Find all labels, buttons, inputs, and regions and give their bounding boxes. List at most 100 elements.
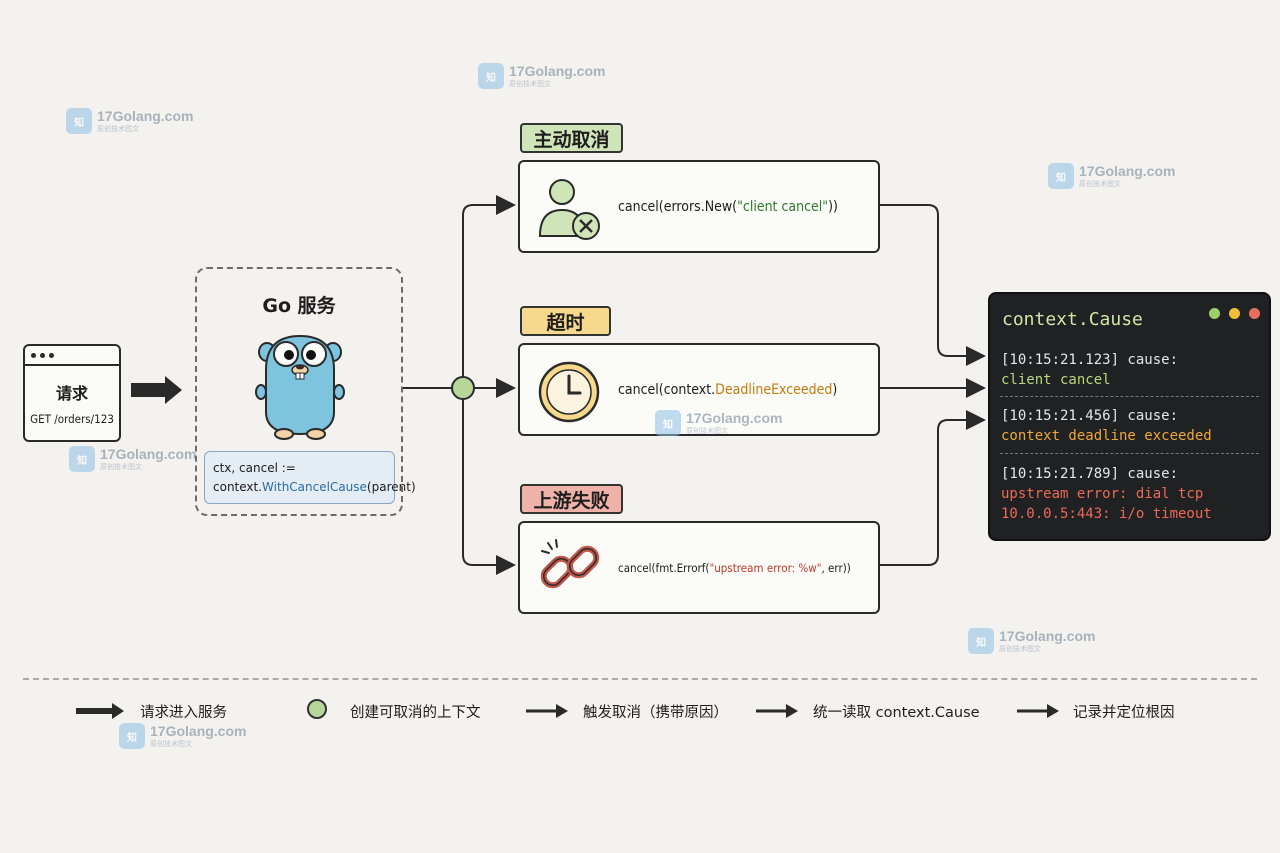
watermark-logo-icon: 知 — [69, 446, 95, 472]
watermark-logo-icon: 知 — [66, 108, 92, 134]
watermark-logo-icon: 知 — [655, 410, 681, 436]
broken-chain-icon — [540, 539, 600, 589]
window-bar — [25, 346, 119, 366]
log-entry: [10:15:21.456] cause: context deadline e… — [1001, 406, 1212, 446]
code-string: DeadlineExceeded — [715, 381, 833, 398]
code-suffix: , err)) — [821, 560, 851, 575]
code-prefix: cancel(errors.New( — [618, 198, 738, 215]
legend-request: 请求进入服务 — [140, 704, 227, 721]
code-line-2: context.WithCancelCause(parent) — [213, 478, 416, 497]
terminal-title: context.Cause — [1002, 309, 1143, 330]
log-time: [10:15:21.123] cause: — [1001, 352, 1179, 368]
code-fn: WithCancelCause — [262, 480, 367, 494]
watermark-sub: 原创技术图文 — [509, 80, 551, 88]
log-entry: [10:15:21.123] cause: client cancel — [1001, 350, 1178, 390]
log-time: [10:15:21.456] cause: — [1001, 408, 1179, 424]
watermark-sub: 原创技术图文 — [97, 125, 139, 133]
watermark-sub: 原创技术图文 — [686, 427, 728, 435]
go-service-box: Go 服务 — [195, 267, 403, 516]
clock-icon — [538, 361, 600, 423]
log-separator — [1000, 396, 1259, 397]
service-title: Go 服务 — [262, 295, 336, 317]
watermark-name: 17Golang.com — [100, 446, 197, 462]
request-path: GET /orders/123 — [30, 412, 114, 426]
code-suffix: (parent) — [366, 480, 416, 494]
arrow-icon — [756, 704, 798, 718]
upstream-code: cancel(fmt.Errorf("upstream error: %w", … — [618, 523, 851, 612]
log-entry: [10:15:21.789] cause: upstream error: di… — [1001, 464, 1212, 524]
code-string: "client cancel" — [737, 198, 829, 215]
branch-label-client-cancel: 主动取消 — [520, 123, 623, 153]
log-cause: client cancel — [1001, 372, 1111, 388]
watermark-name: 17Golang.com — [999, 628, 1096, 644]
branch-box-upstream: cancel(fmt.Errorf("upstream error: %w", … — [518, 521, 880, 614]
context-junction — [451, 376, 475, 400]
branch-label-upstream: 上游失败 — [520, 484, 623, 514]
watermark-sub: 原创技术图文 — [150, 740, 192, 748]
watermark-sub: 原创技术图文 — [999, 645, 1041, 653]
window-dot — [40, 352, 45, 358]
cause-line-top — [880, 204, 986, 366]
code-prefix: cancel(fmt.Errorf( — [618, 560, 710, 575]
code-suffix: )) — [828, 198, 838, 215]
watermark-name: 17Golang.com — [97, 108, 194, 124]
watermark-logo-icon: 知 — [1048, 163, 1074, 189]
watermark-name: 17Golang.com — [150, 723, 247, 739]
client-cancel-code: cancel(errors.New("client cancel")) — [618, 162, 838, 251]
with-cancel-cause-code: ctx, cancel := context.WithCancelCause(p… — [204, 451, 416, 504]
arrow-icon — [526, 704, 568, 718]
watermark-logo-icon: 知 — [968, 628, 994, 654]
user-cancel-icon — [538, 179, 600, 240]
gopher-icon — [255, 334, 345, 440]
log-cause: 10.0.0.5:443: i/o timeout — [1001, 506, 1212, 522]
request-window: 请求 GET /orders/123 — [23, 344, 121, 442]
watermark-sub: 原创技术图文 — [1079, 180, 1121, 188]
thick-arrow-icon — [76, 703, 124, 719]
log-cause: context deadline exceeded — [1001, 428, 1212, 444]
legend-cancel: 触发取消（携带原因） — [583, 704, 728, 721]
terminal-dot-red — [1249, 308, 1260, 319]
code-prefix: cancel(context. — [618, 381, 716, 398]
branch-top-line — [462, 195, 516, 377]
log-time: [10:15:21.789] cause: — [1001, 466, 1179, 482]
code-line-1: ctx, cancel := — [213, 461, 296, 475]
green-circle-icon — [307, 699, 327, 719]
legend-context: 创建可取消的上下文 — [350, 704, 481, 721]
arrow-icon — [1017, 704, 1059, 718]
code-prefix: context. — [213, 480, 263, 494]
watermark-name: 17Golang.com — [509, 63, 606, 79]
watermark-sub: 原创技术图文 — [100, 463, 142, 471]
branch-box-timeout: cancel(context.DeadlineExceeded) — [518, 343, 880, 436]
context-cause-terminal: context.Cause [10:15:21.123] cause: clie… — [988, 292, 1271, 541]
branch-bottom-line — [462, 399, 516, 575]
watermark-logo-icon: 知 — [478, 63, 504, 89]
log-cause: upstream error: dial tcp — [1001, 486, 1204, 502]
request-arrow — [131, 376, 182, 404]
request-title: 请求 — [55, 384, 88, 403]
cause-line-bottom — [880, 410, 986, 566]
window-dot — [31, 352, 36, 358]
terminal-dot-green — [1209, 308, 1220, 319]
legend-divider — [23, 678, 1257, 680]
watermark-logo-icon: 知 — [119, 723, 145, 749]
branch-label-timeout: 超时 — [520, 306, 611, 336]
terminal-dot-yellow — [1229, 308, 1240, 319]
timeout-code: cancel(context.DeadlineExceeded) — [618, 345, 837, 434]
code-string: "upstream error: %w" — [709, 560, 822, 575]
log-separator — [1000, 453, 1259, 454]
watermark-name: 17Golang.com — [1079, 163, 1176, 179]
legend-read-cause: 统一读取 context.Cause — [813, 704, 980, 721]
watermark-name: 17Golang.com — [686, 410, 783, 426]
branch-box-client-cancel: cancel(errors.New("client cancel")) — [518, 160, 880, 253]
code-suffix: ) — [832, 381, 838, 398]
legend-record: 记录并定位根因 — [1073, 704, 1175, 721]
window-dot — [49, 352, 54, 358]
